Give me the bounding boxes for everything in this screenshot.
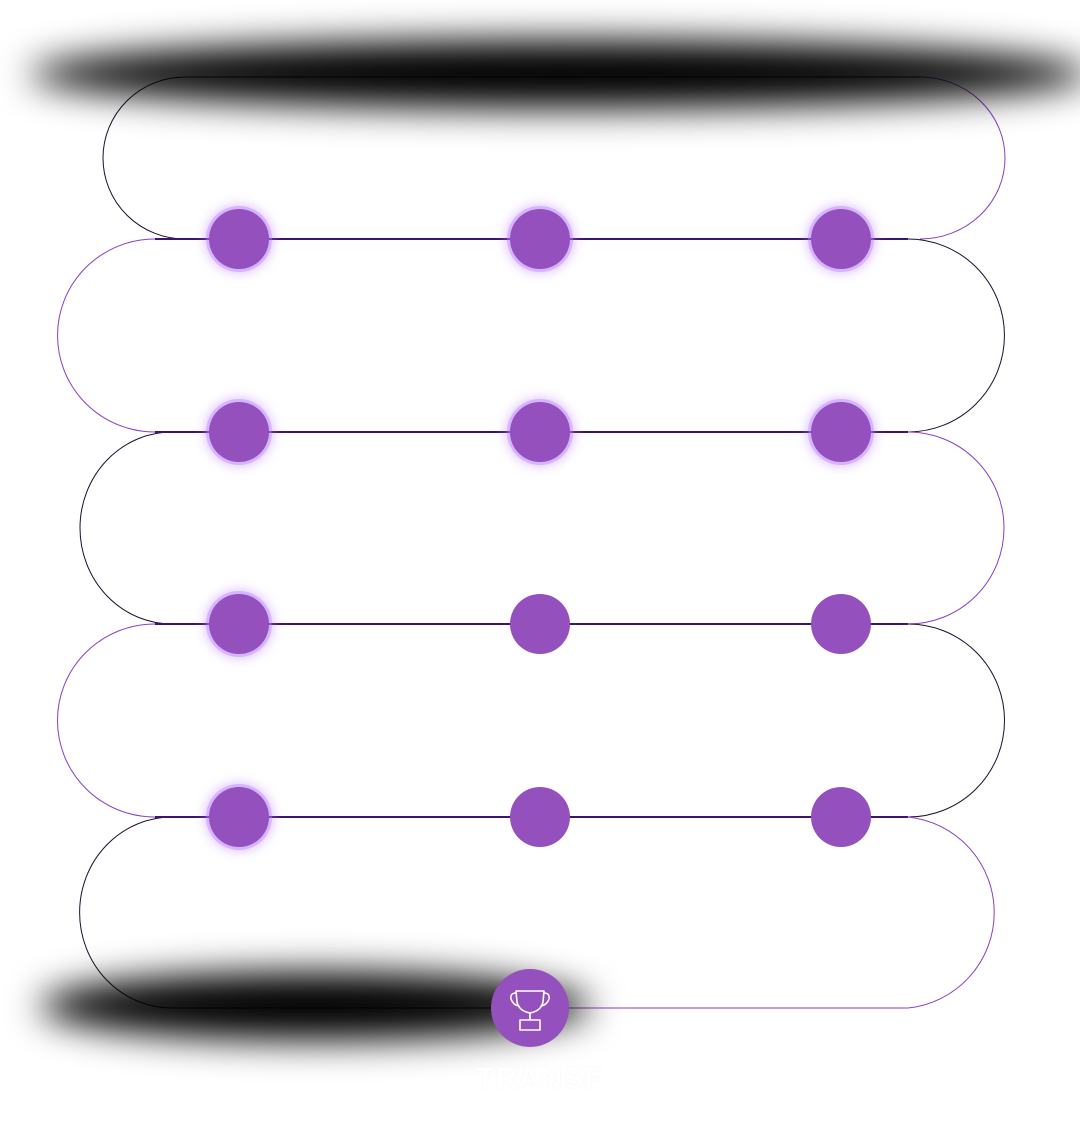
trophy-icon [510, 990, 550, 1031]
final-caption: TRANSF [476, 1062, 604, 1095]
milestone-dot [209, 209, 269, 269]
milestone-node-r3-c3[interactable] [811, 594, 871, 654]
milestone-node-r2-c2[interactable] [507, 399, 573, 465]
track-top-left-arc [102, 76, 186, 240]
track-right-arc-1 [907, 238, 1005, 433]
track-left-arc-1 [56, 238, 156, 433]
milestone-node-r4-c3[interactable] [811, 787, 871, 847]
milestone-dot [209, 594, 269, 654]
track-top-right-arc [919, 76, 1006, 240]
milestone-node-r2-c1[interactable] [206, 399, 272, 465]
track-left-arc-3 [56, 623, 156, 818]
bottom-left-blur [40, 972, 590, 1040]
milestone-node-r2-c3[interactable] [808, 399, 874, 465]
track-right-arc-3 [907, 623, 1005, 818]
track-right-arc-2 [907, 431, 1005, 625]
milestone-dot [209, 787, 269, 847]
milestone-dot [510, 787, 570, 847]
top-banner-blur [30, 40, 1080, 108]
milestone-node-r1-c3[interactable] [808, 206, 874, 272]
milestone-dot [510, 594, 570, 654]
milestone-node-r4-c2[interactable] [510, 787, 570, 847]
milestone-node-r1-c1[interactable] [206, 206, 272, 272]
milestone-node-r4-c1[interactable] [206, 784, 272, 850]
milestone-dot [209, 402, 269, 462]
milestone-dot [811, 402, 871, 462]
milestones [206, 206, 874, 850]
milestone-dot [510, 209, 570, 269]
milestone-dot [811, 594, 871, 654]
final-trophy-node[interactable] [491, 969, 569, 1047]
milestone-dot [811, 787, 871, 847]
milestone-dot [811, 209, 871, 269]
milestone-connectors [155, 238, 908, 818]
track-right-arc-4 [907, 816, 995, 1009]
track-left-arc-2 [79, 431, 173, 625]
milestone-node-r3-c1[interactable] [206, 591, 272, 657]
milestone-dot [510, 402, 570, 462]
milestone-node-r3-c2[interactable] [510, 594, 570, 654]
milestone-node-r1-c2[interactable] [507, 206, 573, 272]
